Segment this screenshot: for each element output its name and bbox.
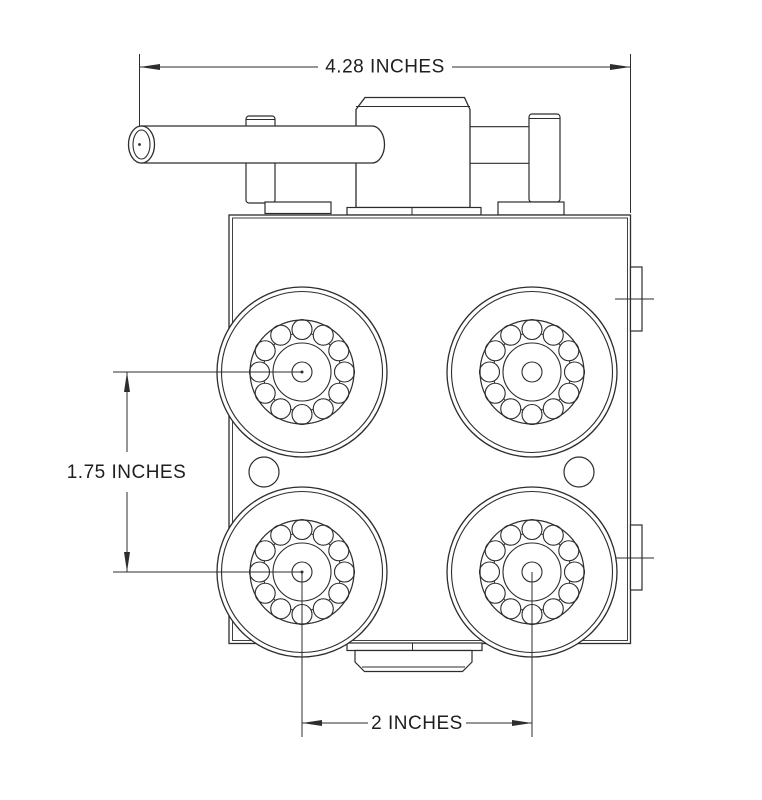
mounting-hole-left bbox=[248, 456, 280, 488]
handle-bar-center-dot bbox=[138, 143, 141, 146]
overall-width-dimension-label: 4.28 INCHES bbox=[325, 57, 445, 78]
dimension-overall-width: 4.28 INCHES bbox=[139, 54, 631, 213]
left-post-pedestal bbox=[264, 201, 332, 215]
handle-assembly bbox=[127, 96, 565, 216]
right-side-tabs bbox=[615, 266, 654, 591]
right-connector bbox=[470, 126, 529, 164]
valve-body-inner-edge bbox=[232, 217, 628, 641]
mounting-hole-right bbox=[563, 456, 595, 488]
bottom-cup bbox=[354, 649, 473, 673]
arrowhead-left bbox=[302, 720, 322, 726]
bottom-flange bbox=[346, 642, 483, 652]
right-post bbox=[528, 113, 561, 203]
handle-bar bbox=[127, 125, 386, 164]
dimension-horizontal-spacing: 2 INCHES bbox=[301, 572, 533, 737]
arrowhead-left bbox=[139, 64, 160, 70]
arrowhead-up bbox=[124, 372, 130, 392]
knob-top-right bbox=[446, 286, 618, 458]
right-post-pedestal bbox=[497, 201, 565, 216]
arrowhead-right bbox=[610, 64, 631, 70]
dimension-vertical-spacing: 1.75 INCHES bbox=[67, 370, 304, 574]
handle-bar-end-cap bbox=[127, 125, 156, 164]
bottom-fitting bbox=[346, 642, 483, 673]
arrowhead-down bbox=[124, 552, 130, 572]
arrowhead-right bbox=[512, 720, 532, 726]
horizontal-spacing-dimension-label: 2 INCHES bbox=[371, 713, 463, 734]
vertical-spacing-dimension-label: 1.75 INCHES bbox=[67, 462, 187, 483]
center-block-pedestal bbox=[346, 206, 482, 216]
knob-center-dot bbox=[300, 370, 304, 374]
